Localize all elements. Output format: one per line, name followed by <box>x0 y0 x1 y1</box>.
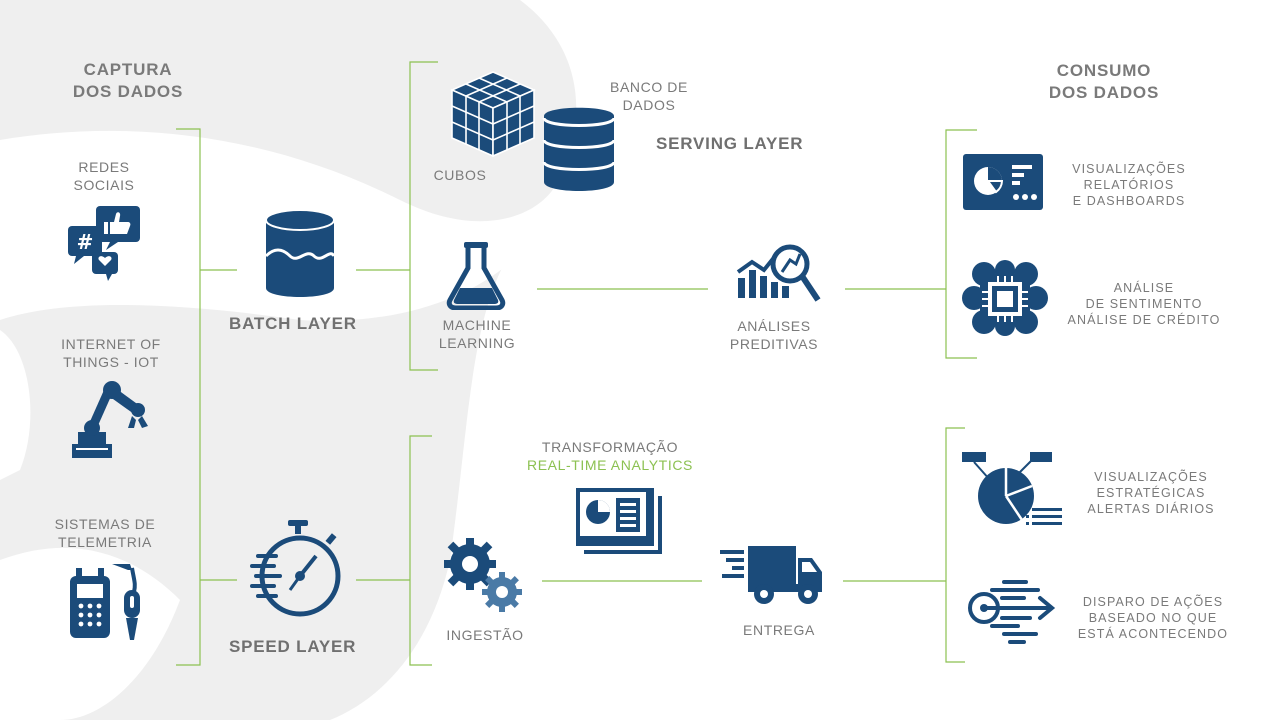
sentiment-line1: ANÁLISE <box>1113 281 1175 295</box>
dashboards-line1: VISUALIZAÇÕES <box>1072 162 1186 176</box>
predictive-label-line2: PREDITIVAS <box>729 336 819 352</box>
ingestion-label: INGESTÃO <box>446 627 524 643</box>
gears-icon <box>442 534 526 614</box>
transformation-label: TRANSFORMAÇÃO REAL-TIME ANALYTICS <box>500 438 720 474</box>
consumption-actions-label: DISPARO DE AÇÕES BASEADO NO QUE ESTÁ ACO… <box>1064 594 1242 642</box>
dashboards-line3: E DASHBOARDS <box>1072 194 1186 208</box>
realtime-analytics-line: REAL-TIME ANALYTICS <box>527 457 693 473</box>
transformation-line1: TRANSFORMAÇÃO <box>541 439 679 455</box>
source-social-label: REDES SOCIAIS <box>44 158 164 194</box>
predictive-analytics-label: ANÁLISES PREDITIVAS <box>714 317 834 353</box>
capture-heading: CAPTURA DOS DADOS <box>48 59 208 103</box>
consumption-strategic-label: VISUALIZAÇÕES ESTRATÉGICAS ALERTAS DIÁRI… <box>1076 469 1226 517</box>
sentiment-line2: DE SENTIMENTO <box>1085 297 1203 311</box>
strategic-line2: ESTRATÉGICAS <box>1096 486 1206 500</box>
cubes-icon <box>448 70 538 158</box>
predictive-analytics-icon <box>734 240 824 304</box>
serving-layer-title: SERVING LAYER <box>656 134 804 153</box>
sentiment-line3: ANÁLISE DE CRÉDITO <box>1067 313 1221 327</box>
database-label: BANCO DE DADOS <box>594 78 704 114</box>
flask-icon <box>446 240 506 310</box>
report-document-icon <box>574 486 664 556</box>
source-iot-line2: THINGS - IOT <box>63 354 159 370</box>
strategic-line1: VISUALIZAÇÕES <box>1094 470 1208 484</box>
source-social-line2: SOCIAIS <box>73 177 135 193</box>
dashboards-line2: RELATÓRIOS <box>1083 178 1175 192</box>
actions-line1: DISPARO DE AÇÕES <box>1082 595 1224 609</box>
delivery-truck-icon <box>718 542 824 608</box>
stopwatch-icon <box>250 518 346 618</box>
source-telemetry-line1: SISTEMAS DE <box>54 516 156 532</box>
telemetry-device-icon <box>68 562 144 642</box>
delivery-label: ENTREGA <box>743 622 815 638</box>
consumption-heading-line1: CONSUMO <box>1056 61 1152 80</box>
ml-label-line1: MACHINE <box>442 317 512 333</box>
robot-arm-icon <box>68 380 154 462</box>
cubes-label: CUBOS <box>433 167 487 183</box>
source-telemetry-label: SISTEMAS DE TELEMETRIA <box>40 515 170 551</box>
strategic-line3: ALERTAS DIÁRIOS <box>1087 502 1215 516</box>
capture-heading-line2: DOS DADOS <box>72 82 184 101</box>
consumption-sentiment-label: ANÁLISE DE SENTIMENTO ANÁLISE DE CRÉDITO <box>1054 280 1234 328</box>
database-label-line2: DADOS <box>622 97 676 113</box>
source-telemetry-line2: TELEMETRIA <box>58 534 152 550</box>
actions-line3: ESTÁ ACONTECENDO <box>1077 627 1229 641</box>
pie-chart-icon <box>962 450 1066 528</box>
consumption-heading: CONSUMO DOS DADOS <box>1024 60 1184 104</box>
svg-text:#: # <box>77 230 94 254</box>
database-label-line1: BANCO DE <box>610 79 688 95</box>
target-arrow-icon <box>964 578 1058 648</box>
batch-database-icon <box>264 208 336 300</box>
batch-layer-title: BATCH LAYER <box>229 314 357 333</box>
database-icon <box>542 106 616 192</box>
brain-chip-icon <box>962 260 1048 338</box>
consumption-dashboards-label: VISUALIZAÇÕES RELATÓRIOS E DASHBOARDS <box>1054 161 1204 209</box>
predictive-label-line1: ANÁLISES <box>737 318 811 334</box>
source-iot-label: INTERNET OF THINGS - IOT <box>46 335 176 371</box>
source-iot-line1: INTERNET OF <box>61 336 161 352</box>
machine-learning-label: MACHINE LEARNING <box>422 316 532 352</box>
social-media-icon: # <box>66 204 144 282</box>
capture-heading-line1: CAPTURA <box>83 60 173 79</box>
speed-layer-title: SPEED LAYER <box>229 637 357 656</box>
consumption-heading-line2: DOS DADOS <box>1048 83 1160 102</box>
dashboard-icon <box>962 153 1044 211</box>
source-social-line1: REDES <box>78 159 130 175</box>
actions-line2: BASEADO NO QUE <box>1088 611 1218 625</box>
ml-label-line2: LEARNING <box>438 335 516 351</box>
